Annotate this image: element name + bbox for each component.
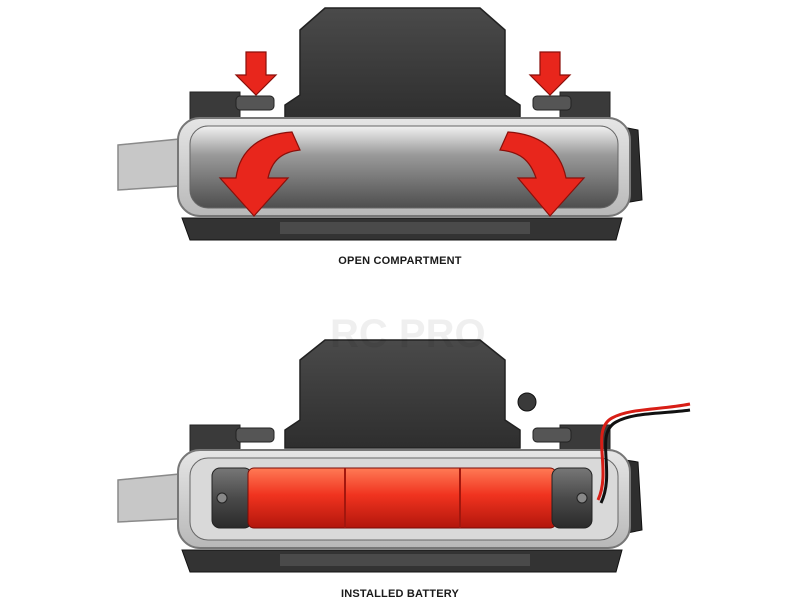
left-latch	[235, 427, 275, 443]
curved-arrow-icon	[499, 131, 586, 217]
down-arrow-icon	[234, 51, 278, 96]
battery-icon	[211, 467, 593, 529]
red-wire	[596, 402, 691, 501]
housing-knob	[517, 392, 537, 412]
battery-terminal	[576, 492, 588, 504]
down-arrow-icon	[528, 51, 572, 96]
installed-battery-illustration	[117, 339, 691, 573]
watermark: RC PRO	[330, 312, 486, 356]
left-latch	[235, 95, 275, 111]
battery-right-cap	[551, 467, 593, 529]
open-compartment-illustration	[117, 7, 643, 241]
top-housing	[284, 7, 521, 121]
bottom-base-inner	[280, 554, 530, 566]
black-wire	[599, 408, 691, 504]
top-housing	[284, 339, 521, 449]
right-latch	[532, 95, 572, 111]
battery-body	[247, 467, 557, 529]
battery-terminal	[216, 492, 228, 504]
right-latch	[532, 427, 572, 443]
bottom-base-inner	[280, 222, 530, 234]
curved-arrow-icon	[218, 131, 301, 217]
caption-open-compartment: OPEN COMPARTMENT	[338, 255, 462, 267]
caption-installed-battery: INSTALLED BATTERY	[340, 588, 460, 600]
